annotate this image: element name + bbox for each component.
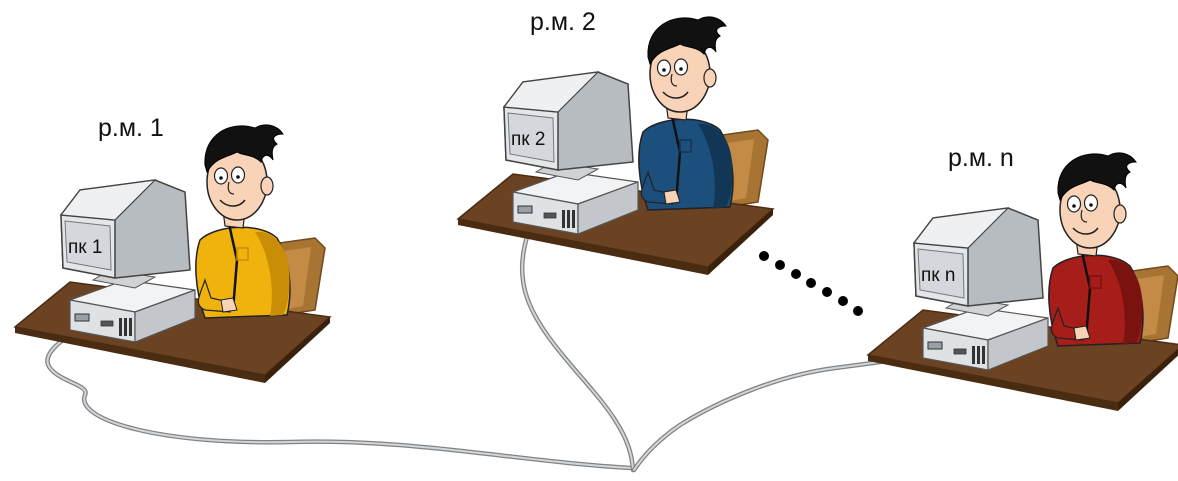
ellipsis-dot	[759, 251, 769, 261]
ear	[1114, 205, 1126, 223]
pupil-right	[236, 175, 240, 179]
ellipsis-dot	[838, 296, 848, 306]
ellipsis-dot	[775, 260, 785, 270]
vent-slot	[129, 318, 132, 336]
workstation-1-label: р.м. 1	[98, 114, 164, 142]
vent-slot	[567, 210, 570, 228]
pupil-left	[219, 176, 223, 180]
vent-slot	[572, 210, 575, 228]
vent-slot	[124, 318, 127, 336]
ellipsis-dot	[853, 306, 863, 316]
vent-slot	[562, 210, 565, 228]
drive-slot	[544, 213, 556, 218]
pupil-left	[1072, 204, 1076, 208]
vent-slot	[982, 346, 985, 364]
workstation-2-label: р.м. 2	[530, 8, 596, 36]
vent-slot	[119, 318, 122, 336]
eye-right	[232, 167, 245, 183]
ear	[261, 177, 273, 195]
pc-label: пк 2	[511, 129, 545, 150]
ellipsis-dot	[806, 278, 816, 288]
vent-slot	[977, 346, 980, 364]
eye-left	[1068, 196, 1081, 212]
network-port-icon	[75, 314, 89, 321]
pc-label: пк n	[921, 265, 955, 286]
ellipsis-dot	[791, 269, 801, 279]
pupil-left	[662, 68, 666, 72]
network-port-icon	[928, 342, 942, 349]
eye-right	[675, 59, 688, 75]
workstation-2: пк 2	[458, 17, 773, 275]
ellipsis-dot	[822, 287, 832, 297]
workstation-1: пк 1	[15, 125, 330, 383]
workstation-n: пк n	[868, 153, 1178, 411]
drive-slot	[954, 349, 966, 354]
vent-slot	[972, 346, 975, 364]
drive-slot	[101, 321, 113, 326]
pupil-right	[679, 67, 683, 71]
eye-right	[1085, 195, 1098, 211]
network-port-icon	[518, 206, 532, 213]
ear	[704, 69, 716, 87]
pupil-right	[1089, 203, 1093, 207]
pc-label: пк 1	[68, 237, 102, 258]
workstation-n-label: р.м. n	[948, 144, 1014, 172]
ellipsis-dots	[759, 251, 863, 316]
eye-left	[215, 168, 228, 184]
eye-left	[658, 60, 671, 76]
